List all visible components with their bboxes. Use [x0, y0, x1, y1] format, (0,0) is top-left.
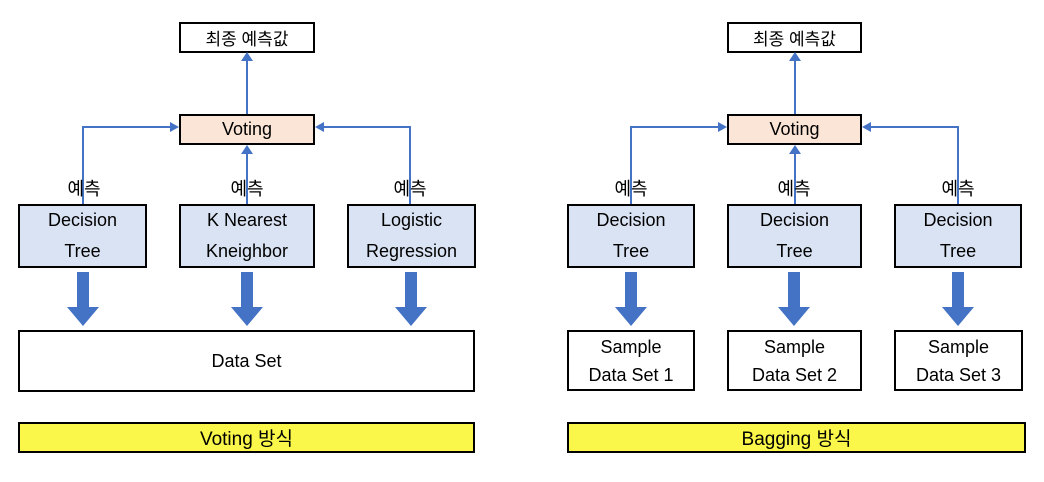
- model1-to-voting-arrowhead-icon: [170, 122, 179, 132]
- block-arrow-shaft: [788, 272, 800, 307]
- sample-dataset-box-2: Sample Data Set 2: [727, 330, 862, 391]
- block-arrow-shaft: [952, 272, 964, 307]
- sample-dataset-box-3: Sample Data Set 3: [894, 330, 1023, 391]
- model-box-line: Kneighbor: [205, 241, 289, 261]
- predict-label: 예측: [67, 179, 101, 199]
- final-prediction-label: 최종 예측값: [205, 30, 289, 49]
- predict-label: 예측: [614, 179, 648, 199]
- voting-label: Voting: [769, 119, 820, 139]
- voting-to-final-arrowhead-icon: [789, 52, 801, 61]
- sample-dataset-line: Data Set 3: [915, 364, 1002, 385]
- sample-dataset-line: Data Set 2: [751, 364, 838, 385]
- block-arrow-head-icon: [67, 307, 99, 326]
- predict-label: 예측: [777, 179, 811, 199]
- banner-label: Bagging 방식: [741, 429, 852, 450]
- dataset-box: Data Set: [18, 330, 475, 392]
- sample-dataset-line: Data Set 1: [588, 364, 674, 385]
- block-arrow-shaft: [77, 272, 89, 307]
- model-box-line: Tree: [64, 241, 101, 261]
- dataset-label: Data Set: [211, 350, 282, 371]
- model1-to-voting-arrowhead-icon: [718, 122, 727, 132]
- model-box-line: K Nearest: [206, 210, 288, 230]
- final-prediction-box: 최종 예측값: [727, 22, 862, 53]
- voting-to-final-arrowhead-icon: [241, 52, 253, 61]
- model3-to-voting-arrowhead-icon: [315, 122, 324, 132]
- model-box-k-nearest-neighbor: K Nearest Kneighbor: [179, 204, 315, 268]
- model3-to-voting-hline: [871, 126, 959, 128]
- bagging-method-banner: Bagging 방식: [567, 422, 1026, 453]
- block-arrow-head-icon: [231, 307, 263, 326]
- block-arrow-head-icon: [395, 307, 427, 326]
- model-box-logistic-regression: Logistic Regression: [347, 204, 476, 268]
- model2-to-voting-line: [246, 154, 248, 204]
- voting-box: Voting: [179, 114, 315, 145]
- predict-label: 예측: [393, 179, 427, 199]
- final-prediction-box: 최종 예측값: [179, 22, 315, 53]
- model-box-line: Tree: [776, 241, 813, 261]
- model2-to-voting-line: [794, 154, 796, 204]
- voting-box: Voting: [727, 114, 862, 145]
- model1-to-voting-hline: [630, 126, 718, 128]
- predict-label: 예측: [230, 179, 264, 199]
- model-box-line: Regression: [365, 241, 458, 261]
- model-box-line: Decision: [47, 210, 118, 230]
- model-box-decision-tree: Decision Tree: [727, 204, 862, 268]
- model3-to-voting-arrowhead-icon: [862, 122, 871, 132]
- model-box-line: Decision: [759, 210, 830, 230]
- banner-label: Voting 방식: [199, 429, 294, 450]
- voting-to-final-line: [246, 61, 248, 114]
- model1-to-voting-hline: [82, 126, 170, 128]
- sample-dataset-line: Sample: [600, 336, 662, 357]
- voting-label: Voting: [221, 119, 273, 139]
- model3-to-voting-vline: [957, 126, 959, 204]
- model1-to-voting-vline: [82, 126, 84, 204]
- model2-to-voting-arrowhead-icon: [789, 145, 801, 154]
- block-arrow-head-icon: [615, 307, 647, 326]
- model-box-line: Tree: [612, 241, 650, 261]
- sample-dataset-line: Sample: [927, 336, 990, 357]
- sample-dataset-box-1: Sample Data Set 1: [567, 330, 695, 391]
- final-prediction-label: 최종 예측값: [753, 30, 836, 49]
- voting-method-banner: Voting 방식: [18, 422, 475, 453]
- block-arrow-head-icon: [778, 307, 810, 326]
- model-box-decision-tree: Decision Tree: [18, 204, 147, 268]
- model-box-decision-tree: Decision Tree: [567, 204, 695, 268]
- model2-to-voting-arrowhead-icon: [241, 145, 253, 154]
- model-box-decision-tree: Decision Tree: [894, 204, 1022, 268]
- block-arrow-head-icon: [942, 307, 974, 326]
- model-box-line: Tree: [939, 241, 977, 261]
- model-box-line: Decision: [923, 210, 993, 230]
- model3-to-voting-vline: [409, 126, 411, 204]
- predict-label: 예측: [941, 179, 975, 199]
- model-box-line: Logistic: [380, 210, 443, 230]
- model-box-line: Decision: [596, 210, 666, 230]
- block-arrow-shaft: [625, 272, 637, 307]
- model1-to-voting-vline: [630, 126, 632, 204]
- sample-dataset-line: Sample: [763, 336, 826, 357]
- block-arrow-shaft: [405, 272, 417, 307]
- block-arrow-shaft: [241, 272, 253, 307]
- voting-to-final-line: [794, 61, 796, 114]
- model3-to-voting-hline: [324, 126, 411, 128]
